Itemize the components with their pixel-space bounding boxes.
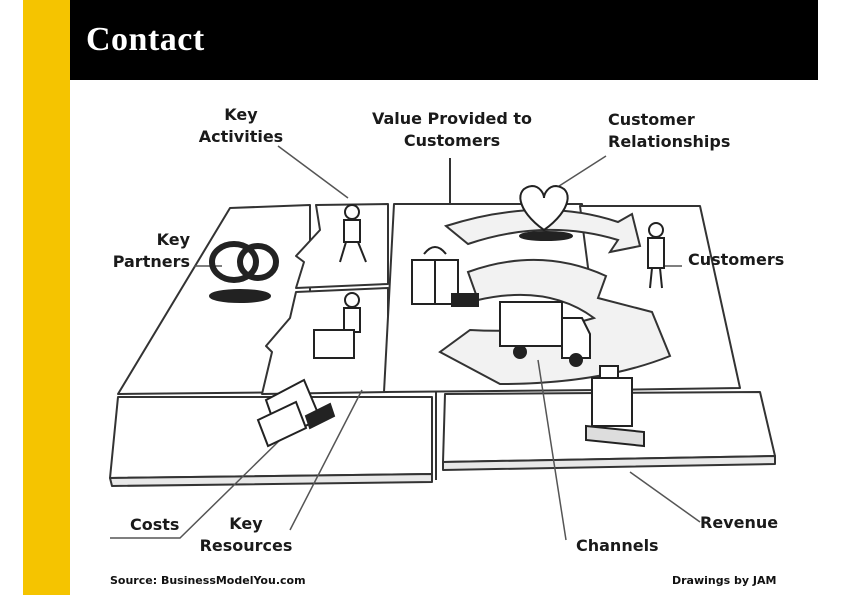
phone-icon xyxy=(451,293,479,307)
truck-icon xyxy=(499,301,591,367)
person-worker-icon xyxy=(339,204,367,263)
label-value-provided: Value Provided to Customers xyxy=(362,108,542,152)
gift-box-icon xyxy=(411,246,459,305)
leader-key-activities xyxy=(277,145,349,199)
costs-block-side xyxy=(109,473,433,487)
label-key-resources: Key Resources xyxy=(194,513,298,557)
documents-icon xyxy=(256,378,336,448)
label-key-resources-1: Key xyxy=(229,514,263,533)
label-key-activities-2: Activities xyxy=(198,127,284,146)
label-key-partners: Key Partners xyxy=(100,229,190,273)
label-key-partners-2: Partners xyxy=(112,252,190,271)
label-customer-relationships: Customer Relationships xyxy=(608,109,730,153)
drawings-credit: Drawings by JAM xyxy=(672,574,777,587)
channel-arrow xyxy=(438,258,672,386)
heart-icon xyxy=(519,184,569,232)
accent-bar xyxy=(23,0,70,595)
label-costs: Costs xyxy=(130,515,180,534)
leader-channels xyxy=(537,359,567,541)
label-customer-relationships-1: Customer xyxy=(608,110,695,129)
key-activities-block xyxy=(295,203,389,289)
leader-customer-rel xyxy=(555,155,607,189)
leader-costs xyxy=(110,439,281,539)
label-customer-relationships-2: Relationships xyxy=(608,132,731,151)
source-credit: Source: BusinessModelYou.com xyxy=(110,574,306,587)
revenue-block-side xyxy=(442,455,776,471)
slide-title: Contact xyxy=(86,21,205,58)
rings-icon xyxy=(209,241,279,303)
label-value-provided-2: Customers xyxy=(403,131,501,150)
label-value-provided-1: Value Provided to xyxy=(371,109,533,128)
relationship-arrow xyxy=(443,209,642,254)
label-key-activities: Key Activities xyxy=(196,104,286,148)
person-customer-icon xyxy=(647,222,665,289)
label-key-resources-2: Resources xyxy=(199,536,293,555)
label-revenue: Revenue xyxy=(700,513,779,532)
leader-key-resources xyxy=(289,389,363,531)
leader-revenue xyxy=(629,471,701,523)
title-bar: Contact xyxy=(70,0,818,80)
label-channels: Channels xyxy=(576,536,659,555)
person-resource-icon xyxy=(313,292,361,359)
label-key-activities-1: Key xyxy=(224,105,258,124)
label-key-partners-1: Key xyxy=(156,230,190,249)
cash-register-icon xyxy=(585,365,645,448)
label-customers: Customers xyxy=(688,250,785,269)
